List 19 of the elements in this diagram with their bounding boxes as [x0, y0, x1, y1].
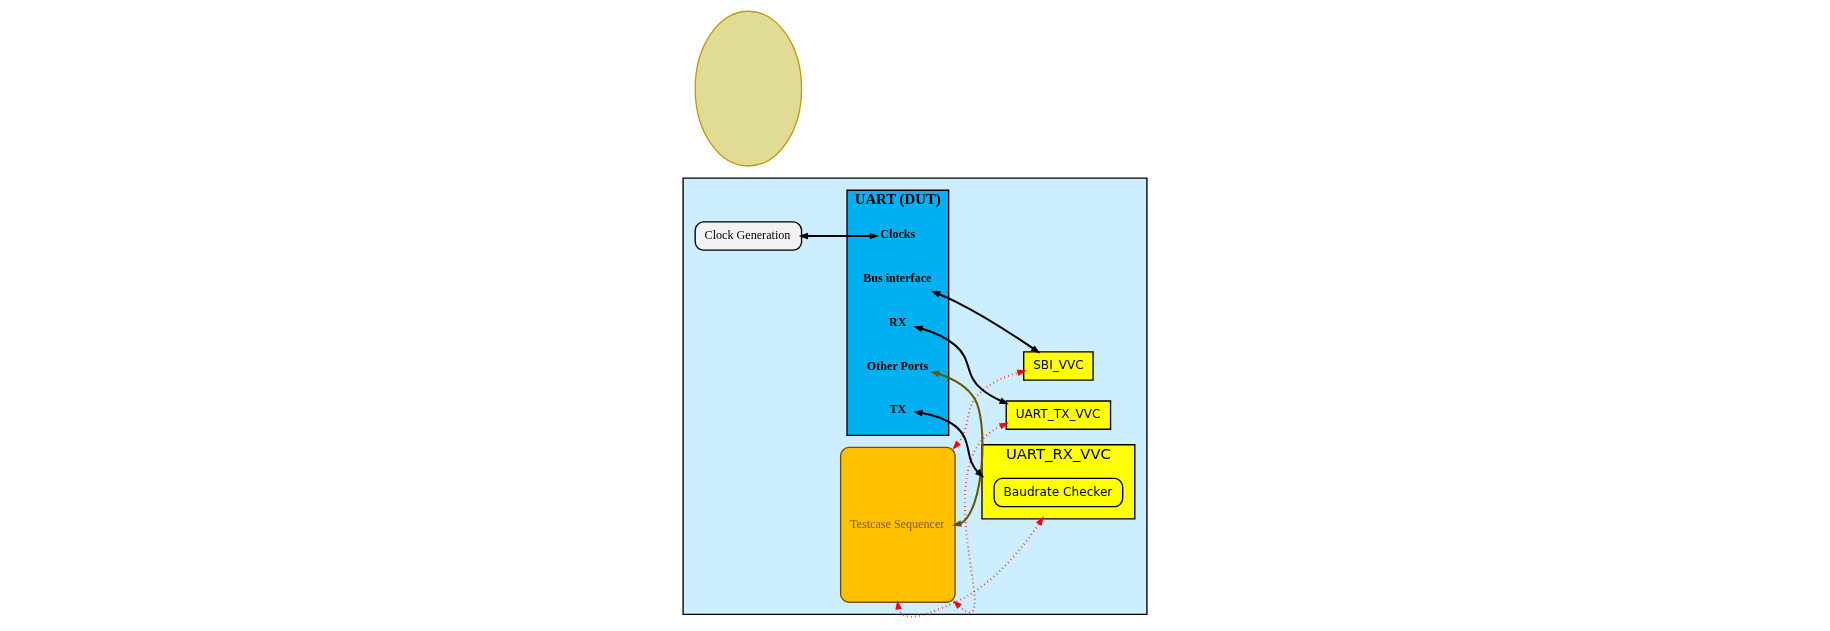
- arrow: [929, 370, 984, 527]
- arrow: [913, 325, 1009, 405]
- node-text: Bus interface: [863, 271, 932, 286]
- node-text: Clocks: [880, 227, 916, 242]
- node-box: Clock Generation: [694, 221, 803, 251]
- node-text: Other Ports: [866, 358, 929, 373]
- node-box: Baudrate Checker: [993, 477, 1124, 508]
- arrow: [930, 290, 1041, 354]
- node-text: TX: [889, 402, 907, 417]
- node-box: UART_TX_VVC: [1005, 400, 1112, 430]
- arrow: [913, 409, 985, 478]
- node-text: RX: [889, 314, 907, 329]
- node-box: SBI_VVC: [1023, 351, 1094, 381]
- node-circle: [694, 10, 803, 167]
- arrow: [798, 232, 880, 240]
- arrow: [952, 422, 1009, 613]
- node-box: Testcase Sequencer: [839, 446, 956, 603]
- arrow: [895, 516, 1044, 618]
- arrow: [952, 369, 1027, 450]
